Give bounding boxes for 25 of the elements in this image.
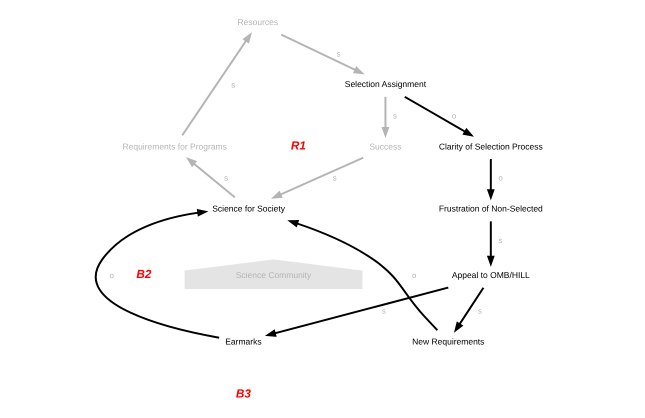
arrow bbox=[404, 96, 474, 137]
node-text: Frustration of Non-Selected bbox=[438, 204, 542, 214]
arrow bbox=[94, 208, 219, 339]
node-text: Clarity of Selection Process bbox=[438, 141, 542, 152]
arrow bbox=[264, 286, 448, 337]
arrow bbox=[185, 157, 236, 198]
node-text: Appeal to OMB/HILL bbox=[451, 270, 530, 280]
label: B2 bbox=[136, 268, 151, 281]
node-text: Science for Society bbox=[212, 204, 285, 214]
arrow bbox=[381, 96, 389, 138]
arrow bbox=[453, 287, 484, 333]
node-text: New Requirements bbox=[412, 336, 484, 346]
label: B3 bbox=[235, 387, 250, 400]
node-text: Selection Assignment bbox=[344, 79, 426, 90]
arrow bbox=[486, 158, 494, 200]
arrow bbox=[180, 32, 252, 136]
node-text: Success bbox=[368, 141, 402, 152]
arrow bbox=[486, 221, 494, 267]
arrow bbox=[280, 34, 364, 74]
node-text: Resources bbox=[236, 17, 278, 28]
node-text: Earmarks bbox=[224, 336, 262, 346]
node-text: Requirements for Programs bbox=[122, 141, 226, 152]
label: R1 bbox=[290, 139, 306, 152]
arrow bbox=[270, 156, 364, 199]
arrow bbox=[286, 220, 438, 331]
